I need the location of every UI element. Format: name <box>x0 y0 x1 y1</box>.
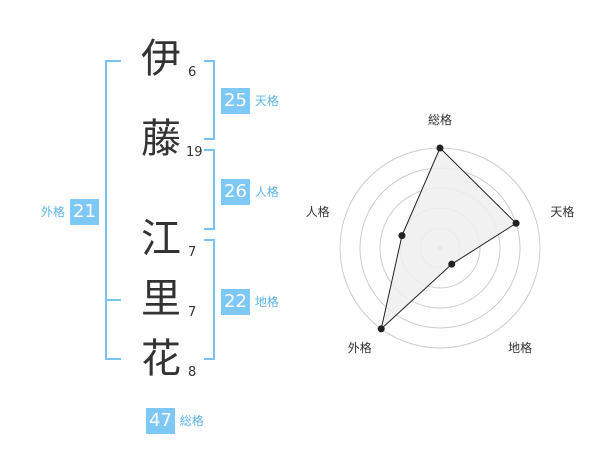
name-char-4: 里 <box>141 276 181 322</box>
chikaku-value: 22 <box>221 289 250 315</box>
radar-point-1 <box>436 144 444 152</box>
name-char-2: 藤 <box>141 116 181 162</box>
name-char-1: 伊 <box>141 36 181 82</box>
gaikaku-label: 外格 <box>41 205 66 219</box>
name-char-3: 江 <box>141 216 181 262</box>
radar-point-3 <box>448 260 456 268</box>
radar-point-4 <box>377 325 385 333</box>
radar-axis-label-5: 人格 <box>306 204 330 219</box>
gaikaku-bracket-tick <box>105 299 121 301</box>
stroke-count-3: 7 <box>188 245 197 260</box>
jinkaku-value: 26 <box>221 179 250 205</box>
stroke-count-1: 6 <box>188 65 197 80</box>
jinkaku-label: 人格 <box>254 185 279 199</box>
gaikaku-badge: 外格 21 <box>41 199 99 225</box>
jinkaku-bracket <box>204 149 215 230</box>
tenkaku-badge: 25 天格 <box>221 88 279 114</box>
tenkaku-label: 天格 <box>254 94 279 108</box>
jinkaku-badge: 26 人格 <box>221 179 279 205</box>
radar-point-2 <box>512 219 520 227</box>
stroke-count-5: 8 <box>188 365 197 380</box>
gaikaku-value: 21 <box>70 199 99 225</box>
soukaku-label: 総格 <box>179 414 204 428</box>
radar-series-polygon <box>380 147 517 331</box>
radar-point-5 <box>398 232 406 240</box>
gaikaku-bracket <box>105 60 121 360</box>
soukaku-badge: 47 総格 <box>146 408 204 434</box>
tenkaku-value: 25 <box>221 88 250 114</box>
radar-axis-label-2: 天格 <box>550 204 574 219</box>
radar-axis-label-4: 外格 <box>348 340 372 355</box>
radar-axis-label-1: 総格 <box>428 112 452 127</box>
chikaku-bracket <box>204 239 215 360</box>
stroke-count-2: 19 <box>186 145 203 160</box>
soukaku-value: 47 <box>146 408 175 434</box>
stroke-count-4: 7 <box>188 305 197 320</box>
name-char-5: 花 <box>141 336 181 382</box>
chikaku-badge: 22 地格 <box>221 289 279 315</box>
radar-axis-label-3: 地格 <box>508 340 532 355</box>
chikaku-label: 地格 <box>254 295 279 309</box>
tenkaku-bracket <box>204 60 215 140</box>
